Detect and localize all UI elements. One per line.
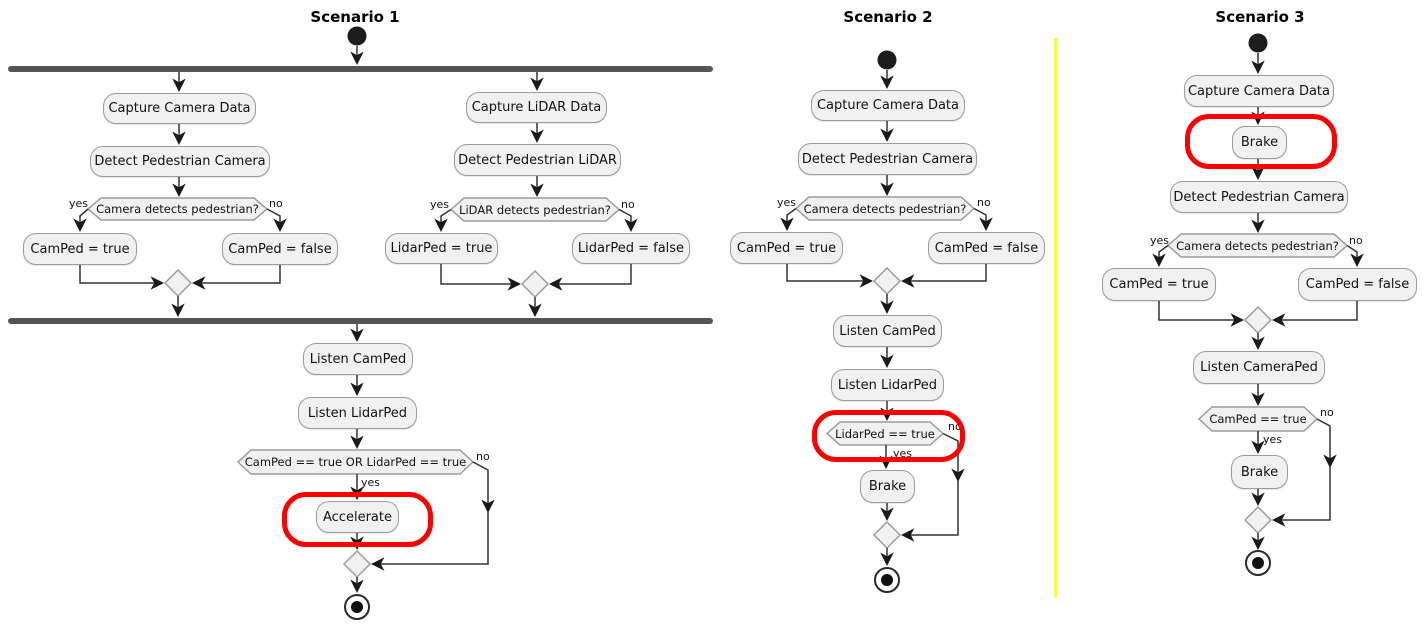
s3-activity-brake-bottom: Brake (1231, 455, 1288, 489)
s1-end-node-dot (351, 601, 363, 613)
s2-start-node-icon (877, 50, 897, 70)
edge (191, 265, 281, 290)
edge (1158, 301, 1245, 327)
s3-camera-no-label: no (1349, 234, 1363, 247)
s3-camped-yes-label: yes (1263, 433, 1283, 446)
s3-camped-decision-label: CamPed == true (1209, 412, 1307, 426)
s2-activity-capture-camera-data: Capture Camera Data (811, 90, 965, 121)
s2-merge-diamond-final (872, 520, 902, 550)
s3-connectors (1152, 33, 1364, 576)
s1-or-decision-label: CamPed == true OR LidarPed == true (244, 455, 467, 469)
s2-lidarped-yes-label: yes (893, 447, 913, 460)
edge (900, 480, 959, 542)
s2-camera-yes-label: yes (777, 196, 797, 209)
s1-merge-diamond-lidar (520, 269, 550, 299)
edge (548, 264, 632, 291)
s2-end-node-dot (881, 574, 893, 586)
s1-connectors (8, 26, 713, 620)
s3-merge-diamond-final (1243, 505, 1273, 535)
s1-lidar-decision-label: LiDAR detects pedestrian? (459, 202, 611, 217)
s1-lidar-no-label: no (621, 198, 635, 211)
s1-activity-listen-camped: Listen CamPed (303, 343, 413, 375)
scenario3-title: Scenario 3 (1215, 8, 1305, 26)
edge-no (472, 461, 495, 514)
s2-lidarped-decision-label: LidarPed == true (835, 426, 935, 441)
s2-activity-camped-false: CamPed = false (928, 232, 1045, 264)
s1-activity-accelerate: Accelerate (316, 501, 399, 533)
s1-activity-lidarped-true: LidarPed = true (385, 233, 498, 264)
s3-activity-capture-camera-data: Capture Camera Data (1184, 75, 1334, 107)
s1-activity-camped-false: CamPed = false (222, 233, 338, 265)
s1-camera-yes-label: yes (69, 197, 89, 210)
edge (79, 265, 165, 290)
edge (1271, 301, 1358, 327)
edge (786, 264, 874, 288)
s1-activity-capture-camera-data: Capture Camera Data (103, 93, 256, 124)
s2-activity-camped-true: CamPed = true (730, 232, 843, 264)
edge (900, 264, 987, 288)
s1-activity-detect-pedestrian-camera: Detect Pedestrian Camera (90, 146, 270, 177)
s1-join-bar (8, 318, 713, 324)
s1-fork-bar (8, 66, 713, 72)
s3-activity-detect-pedestrian-camera: Detect Pedestrian Camera (1170, 181, 1348, 213)
s3-activity-brake-top: Brake (1232, 126, 1287, 159)
edge (370, 511, 489, 571)
edge-yes (73, 208, 89, 233)
s1-or-decision-hexagon (236, 449, 475, 475)
scenario2-title: Scenario 2 (843, 8, 933, 26)
edge-no (618, 208, 638, 233)
s1-merge-diamond-final (342, 549, 372, 579)
edge-no (1316, 418, 1337, 469)
edge (440, 264, 522, 291)
edge-yes (780, 207, 797, 232)
s1-activity-camped-true: CamPed = true (23, 233, 137, 265)
s3-camera-decision-label: Camera detects pedestrian? (1176, 238, 1339, 253)
s3-camped-decision-hexagon (1197, 406, 1319, 432)
s2-activity-listen-camped: Listen CamPed (833, 315, 942, 347)
s3-start-node-icon (1248, 33, 1268, 53)
s1-activity-listen-lidarped: Listen LidarPed (298, 397, 417, 429)
s3-end-node-dot (1252, 557, 1264, 569)
s3-camera-yes-label: yes (1150, 234, 1170, 247)
s2-activity-listen-lidarped: Listen LidarPed (831, 369, 944, 401)
s3-camped-no-label: no (1320, 406, 1334, 419)
s3-activity-camped-false: CamPed = false (1298, 268, 1417, 301)
edge-no (1346, 244, 1364, 268)
edge-yes (434, 208, 452, 233)
s1-merge-diamond-camera (163, 268, 193, 298)
s1-activity-lidarped-false: LidarPed = false (572, 233, 690, 264)
s2-camera-no-label: no (977, 196, 991, 209)
edge-yes (1152, 244, 1169, 268)
s3-activity-listen-cameraped: Listen CameraPed (1193, 351, 1325, 384)
s1-activity-capture-lidar-data: Capture LiDAR Data (466, 92, 607, 123)
s3-merge-diamond-camera (1243, 305, 1273, 335)
s2-camera-decision-label: Camera detects pedestrian? (803, 201, 967, 216)
s1-or-yes-label: yes (361, 476, 381, 489)
s1-lidar-yes-label: yes (430, 198, 450, 211)
s1-camera-no-label: no (269, 197, 283, 210)
edge-no (973, 207, 993, 232)
s1-camera-decision-label: Camera detects pedestrian? (96, 202, 259, 216)
s1-highlight-accelerate (282, 492, 433, 547)
s3-highlight-brake (1185, 114, 1337, 169)
edge-no (266, 208, 287, 233)
s2-merge-diamond-camera (872, 266, 902, 296)
s1-activity-detect-pedestrian-lidar: Detect Pedestrian LiDAR (454, 144, 621, 176)
s2-activity-brake: Brake (860, 470, 915, 503)
scenario1-title: Scenario 1 (310, 8, 400, 26)
s3-activity-camped-true: CamPed = true (1102, 268, 1216, 301)
s1-or-no-label: no (476, 450, 490, 463)
edge (1271, 466, 1331, 527)
s2-highlight-lidarped-decision (812, 410, 965, 462)
s2-activity-detect-pedestrian-camera: Detect Pedestrian Camera (798, 143, 977, 175)
s1-start-node-icon (347, 26, 367, 46)
